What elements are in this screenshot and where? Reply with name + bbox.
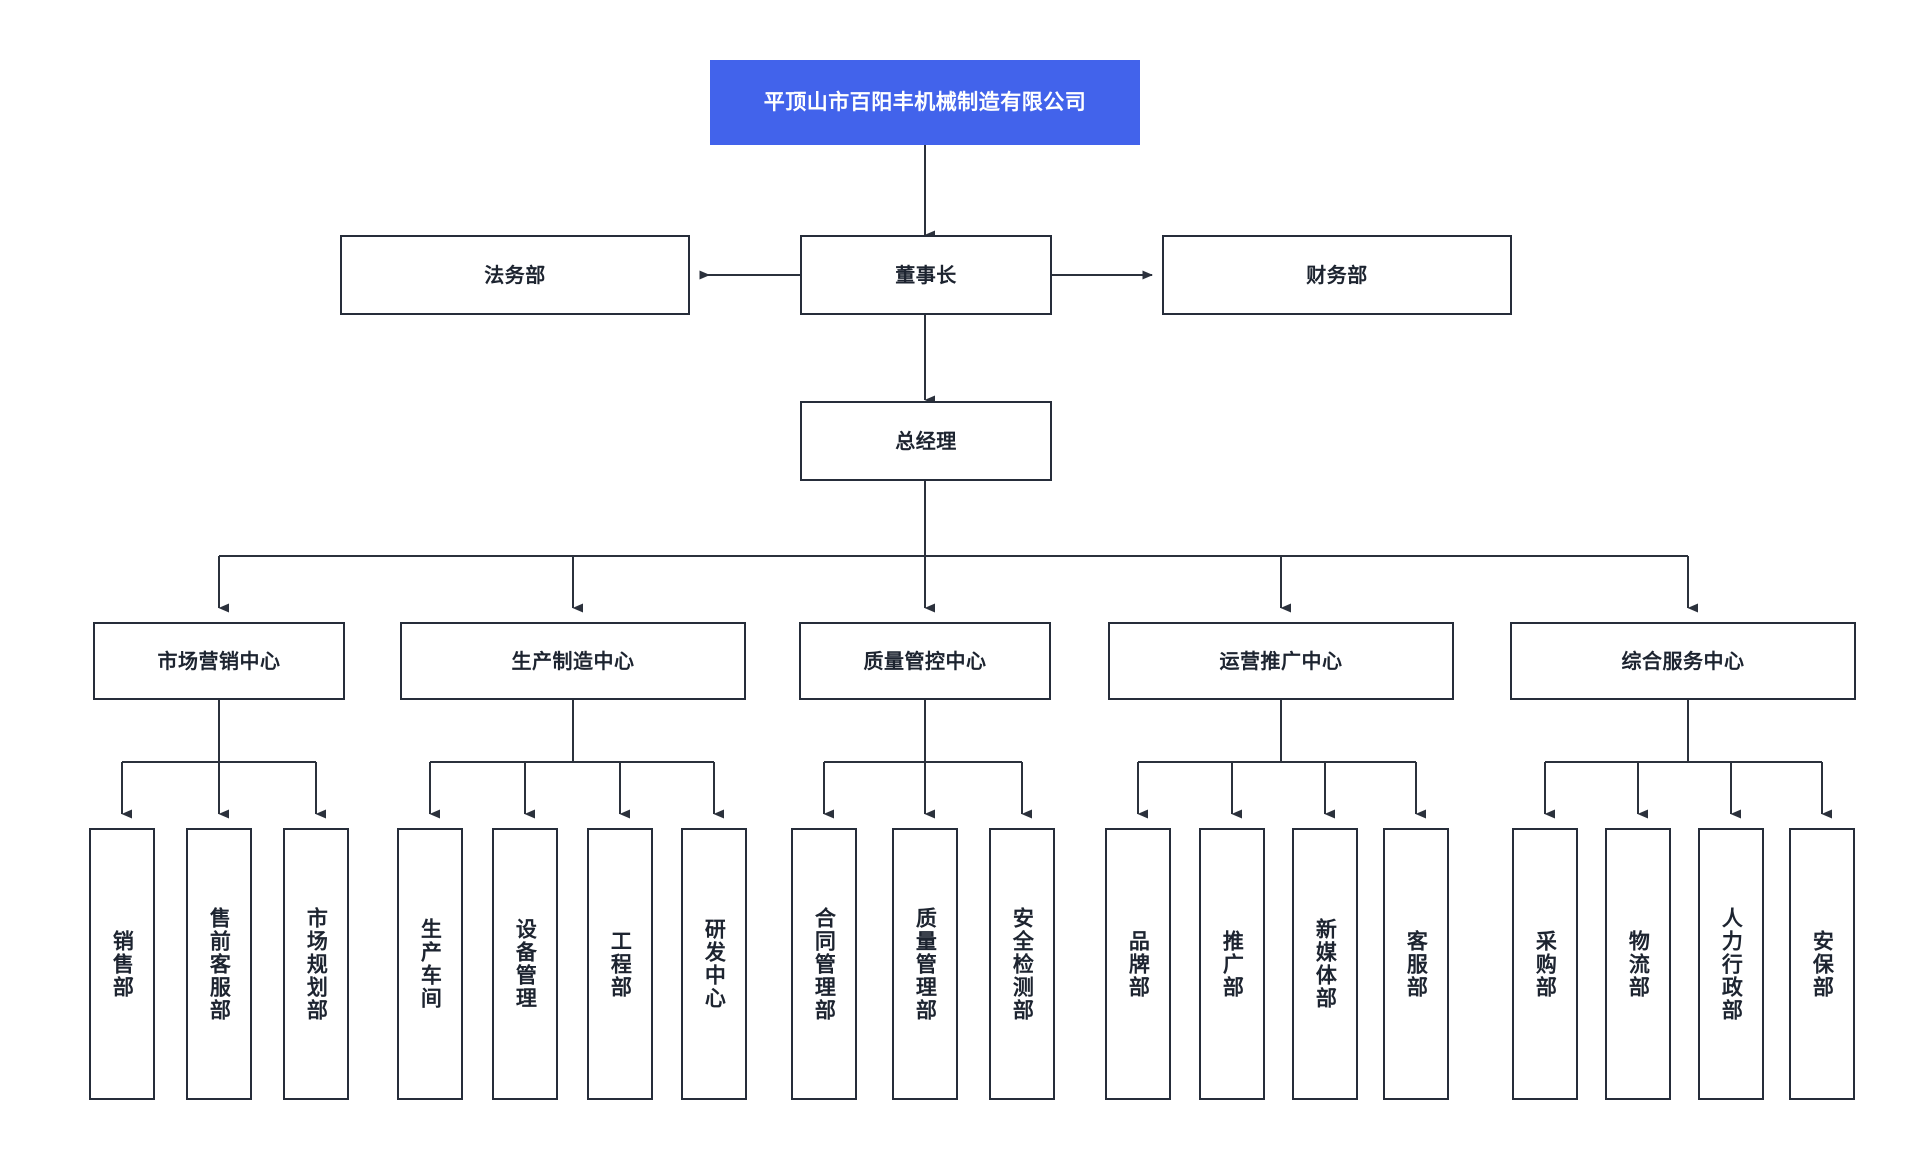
node-dept-logistics-label: 物流部 [1626,929,1651,999]
node-dept-contract-management[interactable]: 合同管理部 [791,828,857,1100]
node-center-manufacturing-label: 生产制造中心 [511,648,635,673]
node-dept-customer-service-label: 客服部 [1404,929,1429,999]
node-company-root-label: 平顶山市百阳丰机械制造有限公司 [763,90,1087,115]
node-dept-hr-administration[interactable]: 人力行政部 [1698,828,1764,1100]
node-dept-promotion[interactable]: 推广部 [1199,828,1265,1100]
node-dept-presales-service[interactable]: 售前客服部 [186,828,252,1100]
node-dept-safety-inspection[interactable]: 安全检测部 [989,828,1055,1100]
node-dept-safety-inspection-label: 安全检测部 [1010,906,1035,1022]
node-center-operations[interactable]: 运营推广中心 [1108,622,1454,700]
node-dept-new-media[interactable]: 新媒体部 [1292,828,1358,1100]
node-dept-customer-service[interactable]: 客服部 [1383,828,1449,1100]
node-finance-department-label: 财务部 [1306,262,1368,287]
node-dept-quality-management[interactable]: 质量管理部 [892,828,958,1100]
node-dept-procurement-label: 采购部 [1533,929,1558,999]
node-chairman[interactable]: 董事长 [800,235,1052,315]
node-center-quality-label: 质量管控中心 [863,648,987,673]
node-dept-security[interactable]: 安保部 [1789,828,1855,1100]
node-dept-quality-management-label: 质量管理部 [913,906,938,1022]
node-center-marketing-label: 市场营销中心 [157,648,281,673]
node-dept-production-workshop[interactable]: 生产车间 [397,828,463,1100]
node-dept-sales-label: 销售部 [110,929,135,999]
node-dept-promotion-label: 推广部 [1220,929,1245,999]
node-dept-engineering[interactable]: 工程部 [587,828,653,1100]
node-legal-department[interactable]: 法务部 [340,235,690,315]
node-dept-security-label: 安保部 [1810,929,1835,999]
node-general-manager-label: 总经理 [895,428,957,453]
node-dept-new-media-label: 新媒体部 [1313,918,1338,1010]
node-dept-brand-label: 品牌部 [1126,929,1151,999]
node-dept-procurement[interactable]: 采购部 [1512,828,1578,1100]
node-finance-department[interactable]: 财务部 [1162,235,1512,315]
node-center-quality[interactable]: 质量管控中心 [799,622,1051,700]
node-general-manager[interactable]: 总经理 [800,401,1052,481]
node-center-marketing[interactable]: 市场营销中心 [93,622,345,700]
node-dept-presales-service-label: 售前客服部 [207,906,232,1022]
node-chairman-label: 董事长 [895,262,957,287]
node-center-general-services-label: 综合服务中心 [1621,648,1745,673]
node-dept-market-planning-label: 市场规划部 [304,906,329,1022]
node-center-operations-label: 运营推广中心 [1219,648,1343,673]
node-dept-rnd-center[interactable]: 研发中心 [681,828,747,1100]
node-center-manufacturing[interactable]: 生产制造中心 [400,622,746,700]
node-dept-hr-administration-label: 人力行政部 [1719,906,1744,1022]
node-legal-department-label: 法务部 [484,262,546,287]
node-dept-contract-management-label: 合同管理部 [812,906,837,1022]
node-dept-logistics[interactable]: 物流部 [1605,828,1671,1100]
node-dept-sales[interactable]: 销售部 [89,828,155,1100]
node-dept-production-workshop-label: 生产车间 [418,918,443,1010]
node-center-general-services[interactable]: 综合服务中心 [1510,622,1856,700]
node-company-root[interactable]: 平顶山市百阳丰机械制造有限公司 [710,60,1140,145]
node-dept-engineering-label: 工程部 [608,929,633,999]
node-dept-rnd-center-label: 研发中心 [702,918,727,1010]
node-dept-market-planning[interactable]: 市场规划部 [283,828,349,1100]
node-dept-brand[interactable]: 品牌部 [1105,828,1171,1100]
node-dept-equipment-management-label: 设备管理 [513,918,538,1010]
node-dept-equipment-management[interactable]: 设备管理 [492,828,558,1100]
